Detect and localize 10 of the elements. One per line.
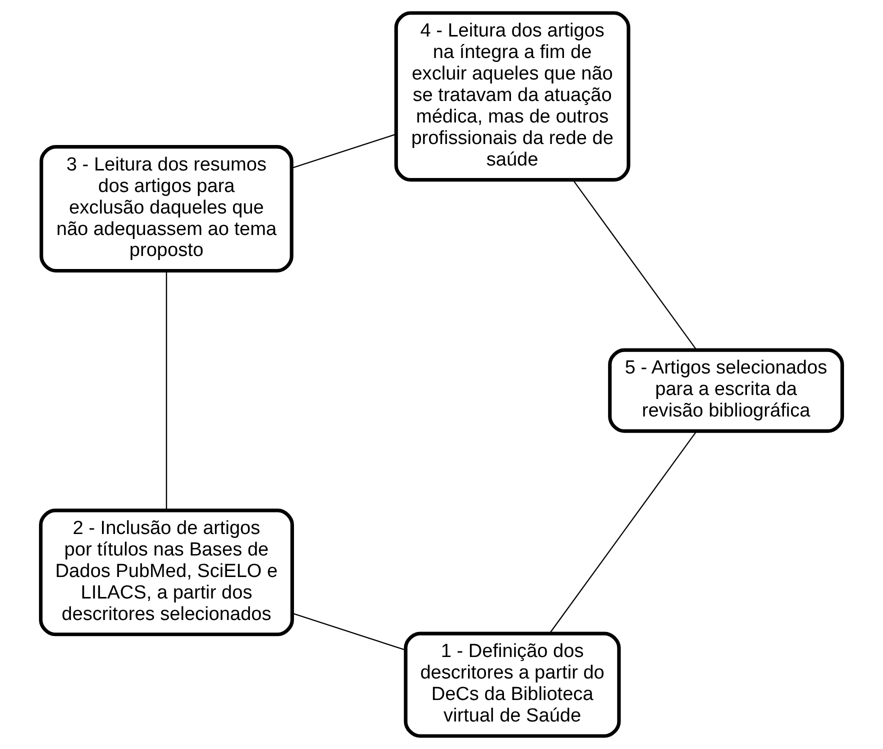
node-box: 3 - Leitura dos resumos dos artigos para exclusão daqueles que não adequassem ao tema proposto [40, 145, 294, 273]
node-box: 2 - Inclusão de artigos por títulos nas Bases de Dados PubMed, SciELO e LILACS, a partir dos descritores selecionados [38, 508, 294, 636]
connector [572, 180, 697, 350]
connector [549, 430, 698, 634]
node-box: 5 - Artigos selecionados para a escrita da revisão bibliográfica [608, 348, 844, 433]
node-box: 4 - Leitura dos artigos na íntegra a fim de excluir aqueles que não se tratavam da atuação médica, mas de outros profissionais da rede de saúde [394, 11, 630, 182]
connector [166, 270, 168, 510]
connector [292, 612, 406, 651]
connector [292, 134, 396, 169]
node-box: 1 - Definição dos descritores a partir do DeCs da Biblioteca virtual de Saúde [404, 632, 621, 738]
